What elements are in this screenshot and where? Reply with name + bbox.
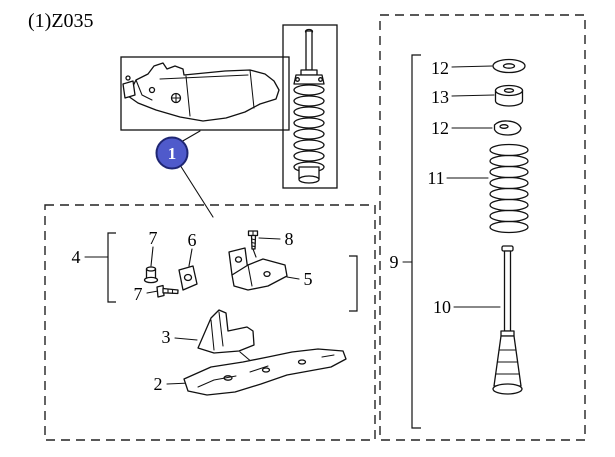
bracket-4: [107, 232, 116, 303]
strut-spring-coil-icon: [293, 84, 325, 173]
part-5-drawing: [228, 247, 288, 291]
part-10-shock-drawing: [492, 245, 523, 395]
part-label-8: 8: [285, 229, 294, 249]
part-3-drawing: [197, 309, 255, 354]
part-label-4: 4: [72, 247, 81, 267]
part-8-drawing: [247, 230, 259, 250]
part-label-6: 6: [188, 230, 197, 250]
part-6-drawing: [178, 265, 198, 291]
diagram-title: (1)Z035: [28, 10, 94, 32]
strut-assembly-drawing: [293, 28, 325, 184]
leader-12a: [451, 65, 493, 68]
leader-6: [188, 248, 193, 267]
right-parts-group-box: [379, 14, 586, 441]
part-label-7a: 7: [149, 228, 158, 248]
leader-8: [258, 237, 281, 240]
leader-7a: [150, 246, 154, 267]
assembly-box: [120, 56, 290, 131]
part-2-drawing: [183, 348, 347, 396]
part-7a-drawing: [143, 266, 159, 284]
part-label-3: 3: [162, 327, 171, 347]
part-label-9: 9: [390, 252, 399, 272]
part-label-11: 11: [427, 168, 444, 188]
part-12a-washer-drawing: [492, 58, 526, 74]
leader-13: [451, 94, 495, 97]
bracket-9: [411, 54, 421, 429]
part-13-bushing-drawing: [494, 84, 524, 107]
strut-box: [282, 24, 338, 189]
part-label-12a: 12: [431, 58, 449, 78]
part-label-7b: 7: [134, 284, 143, 304]
part-label-2: 2: [154, 374, 163, 394]
part-label-5: 5: [304, 269, 313, 289]
leader-3: [174, 337, 198, 341]
part-7b-drawing: [156, 284, 179, 298]
bracket-assembly-drawing: [122, 62, 280, 122]
bracket-5: [349, 255, 358, 312]
callout-1-label: 1: [168, 144, 177, 163]
part-label-12b: 12: [431, 118, 449, 138]
left-parts-group-box: [44, 204, 376, 441]
part-12b-washer-drawing: [493, 120, 522, 136]
part-label-10: 10: [433, 297, 451, 317]
callout-leader-top: [180, 130, 201, 143]
part-11-spring-drawing: [489, 143, 529, 234]
callout-1-badge[interactable]: 1: [155, 136, 189, 170]
leader-7b: [146, 290, 159, 294]
callout-leader-bottom: [179, 164, 214, 218]
leader-5: [286, 276, 300, 280]
part-label-13: 13: [431, 87, 449, 107]
callout-1-circle[interactable]: [155, 136, 189, 170]
assembly-line-8-5: [252, 248, 257, 258]
